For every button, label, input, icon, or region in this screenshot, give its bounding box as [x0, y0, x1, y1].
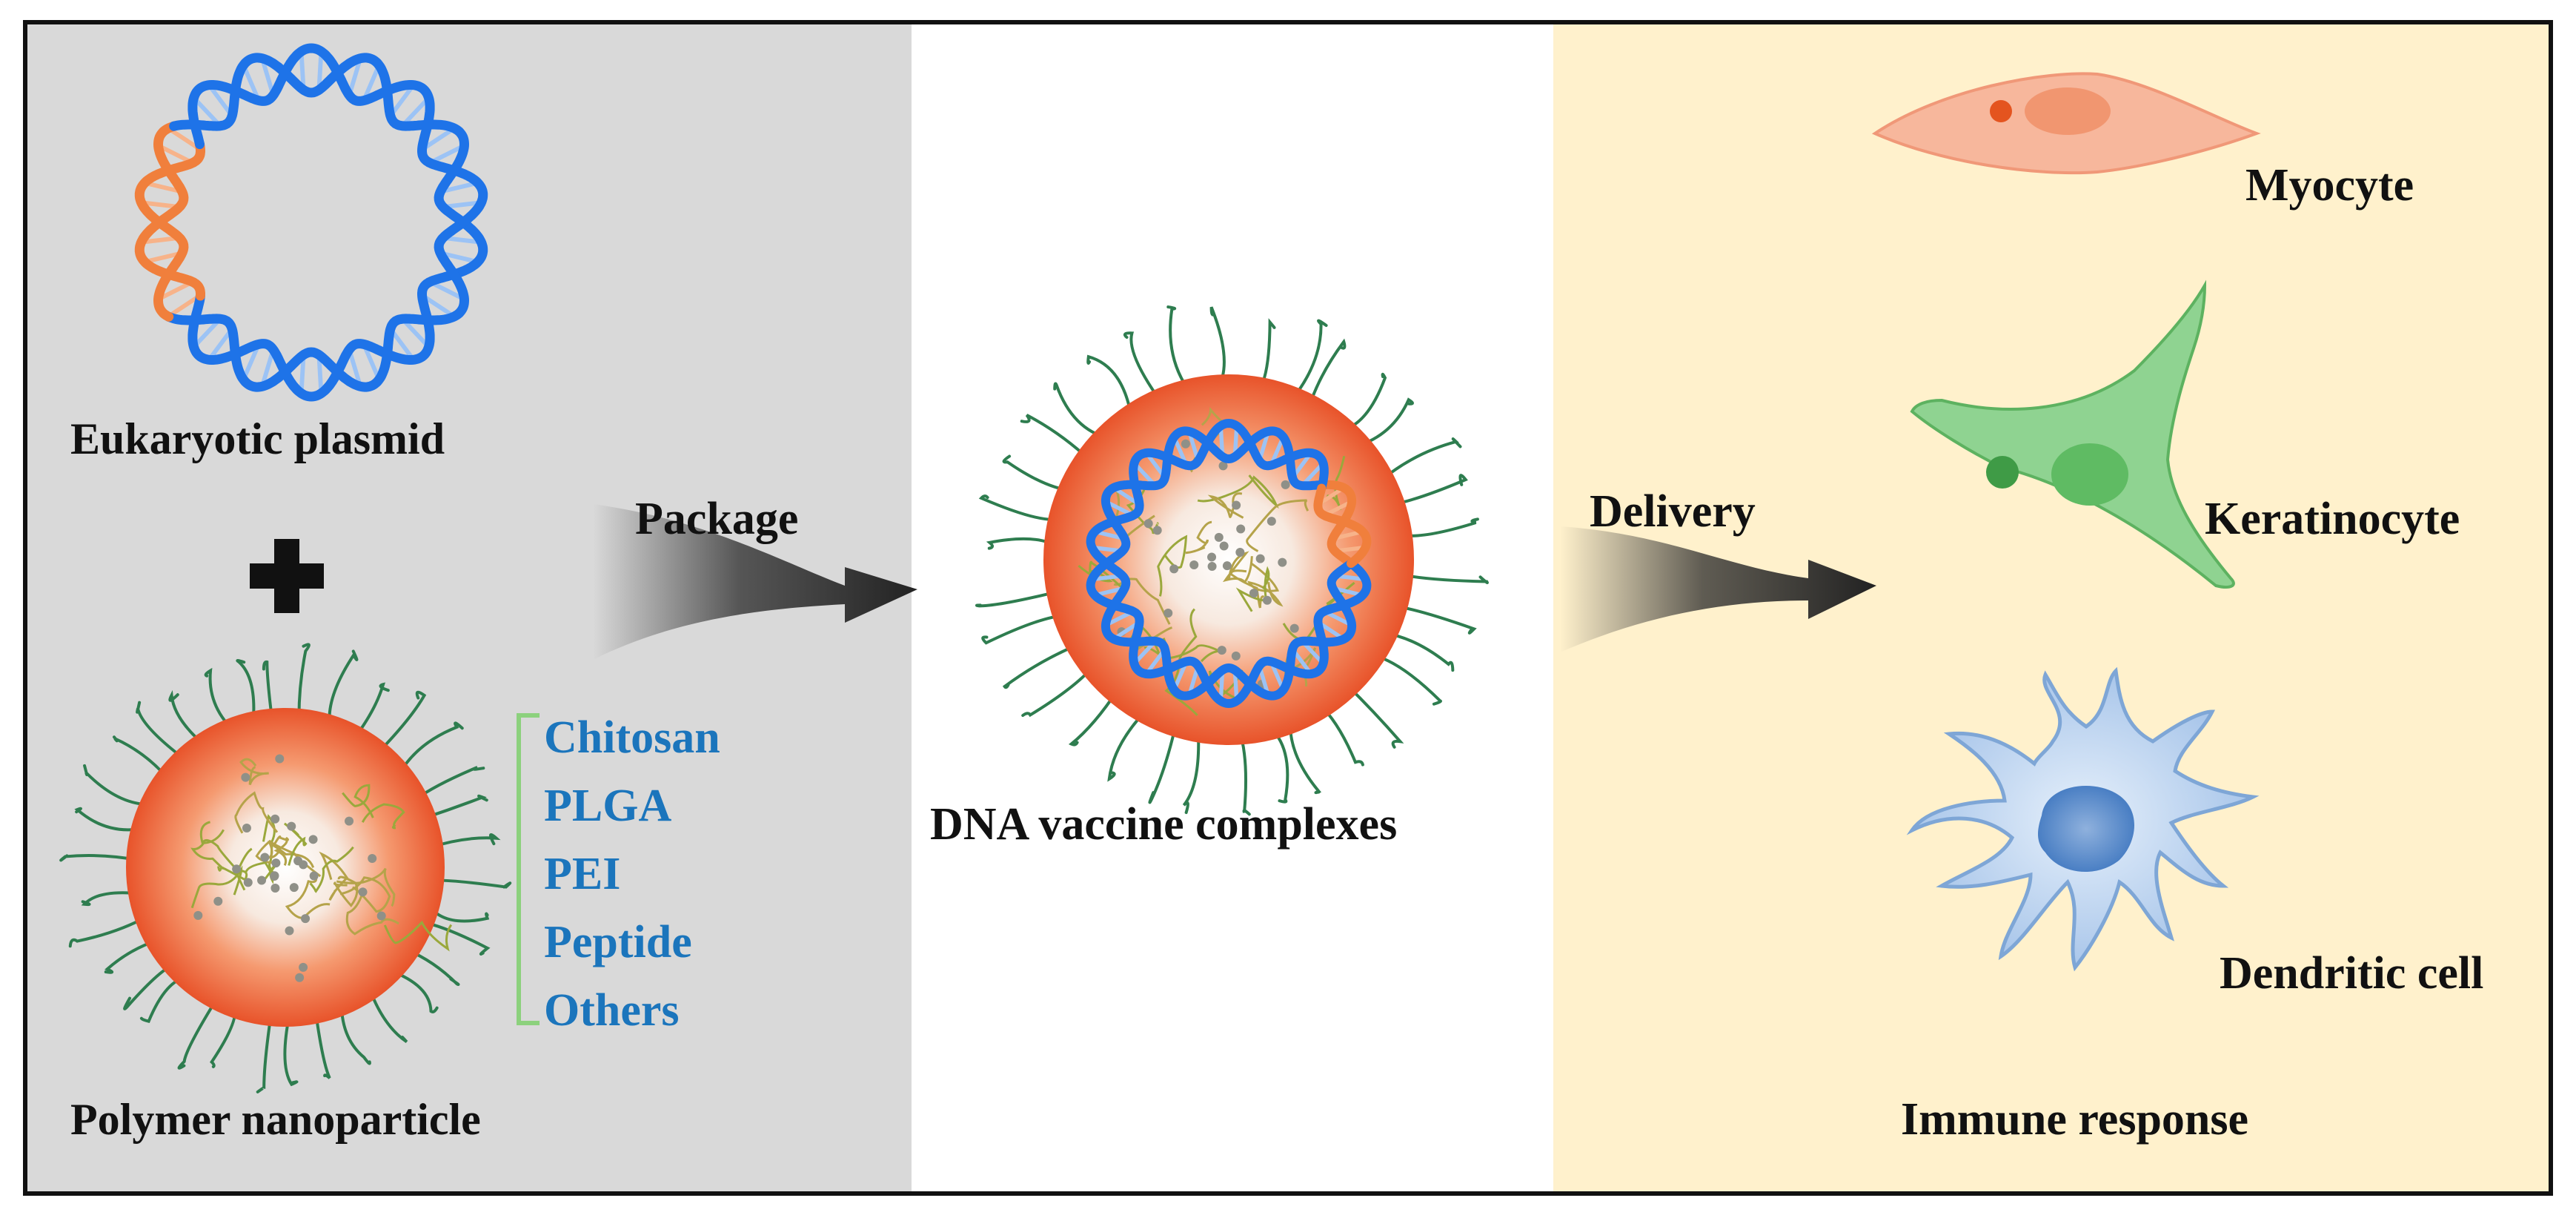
dendritic-cell-icon	[1906, 666, 2260, 972]
package-arrow-icon	[593, 504, 917, 660]
myocyte-label: Myocyte	[2245, 160, 2414, 211]
complex-label: DNA vaccine complexes	[930, 799, 1397, 850]
myocyte-icon	[1871, 72, 2261, 175]
polymer-nanoparticle-icon	[59, 643, 512, 1093]
immune-label: Immune response	[1901, 1094, 2248, 1145]
dendritic-label: Dendritic cell	[2220, 948, 2483, 999]
dna-vaccine-complex-icon	[975, 305, 1489, 816]
right-panel	[1553, 22, 2551, 1194]
keratinocyte-icon	[1910, 279, 2235, 589]
delivery-arrow-icon	[1560, 526, 1876, 652]
material-pei: PEI	[544, 849, 620, 899]
keratinocyte-label: Keratinocyte	[2205, 494, 2460, 544]
plus-icon	[250, 539, 324, 613]
material-plga: PLGA	[544, 781, 671, 831]
material-peptide: Peptide	[544, 917, 692, 967]
plasmid-ring-icon	[134, 43, 488, 402]
package-label: Package	[635, 494, 798, 544]
figure-border	[23, 20, 2553, 1196]
materials-bracket	[517, 713, 540, 1025]
plasmid-label: Eukaryotic plasmid	[70, 414, 445, 463]
material-chitosan: Chitosan	[544, 712, 720, 763]
materials-list: Chitosan PLGA PEI Peptide Others	[544, 712, 720, 1036]
delivery-label: Delivery	[1590, 486, 1756, 537]
material-others: Others	[544, 985, 680, 1036]
nanoparticle-label: Polymer nanoparticle	[70, 1095, 481, 1144]
